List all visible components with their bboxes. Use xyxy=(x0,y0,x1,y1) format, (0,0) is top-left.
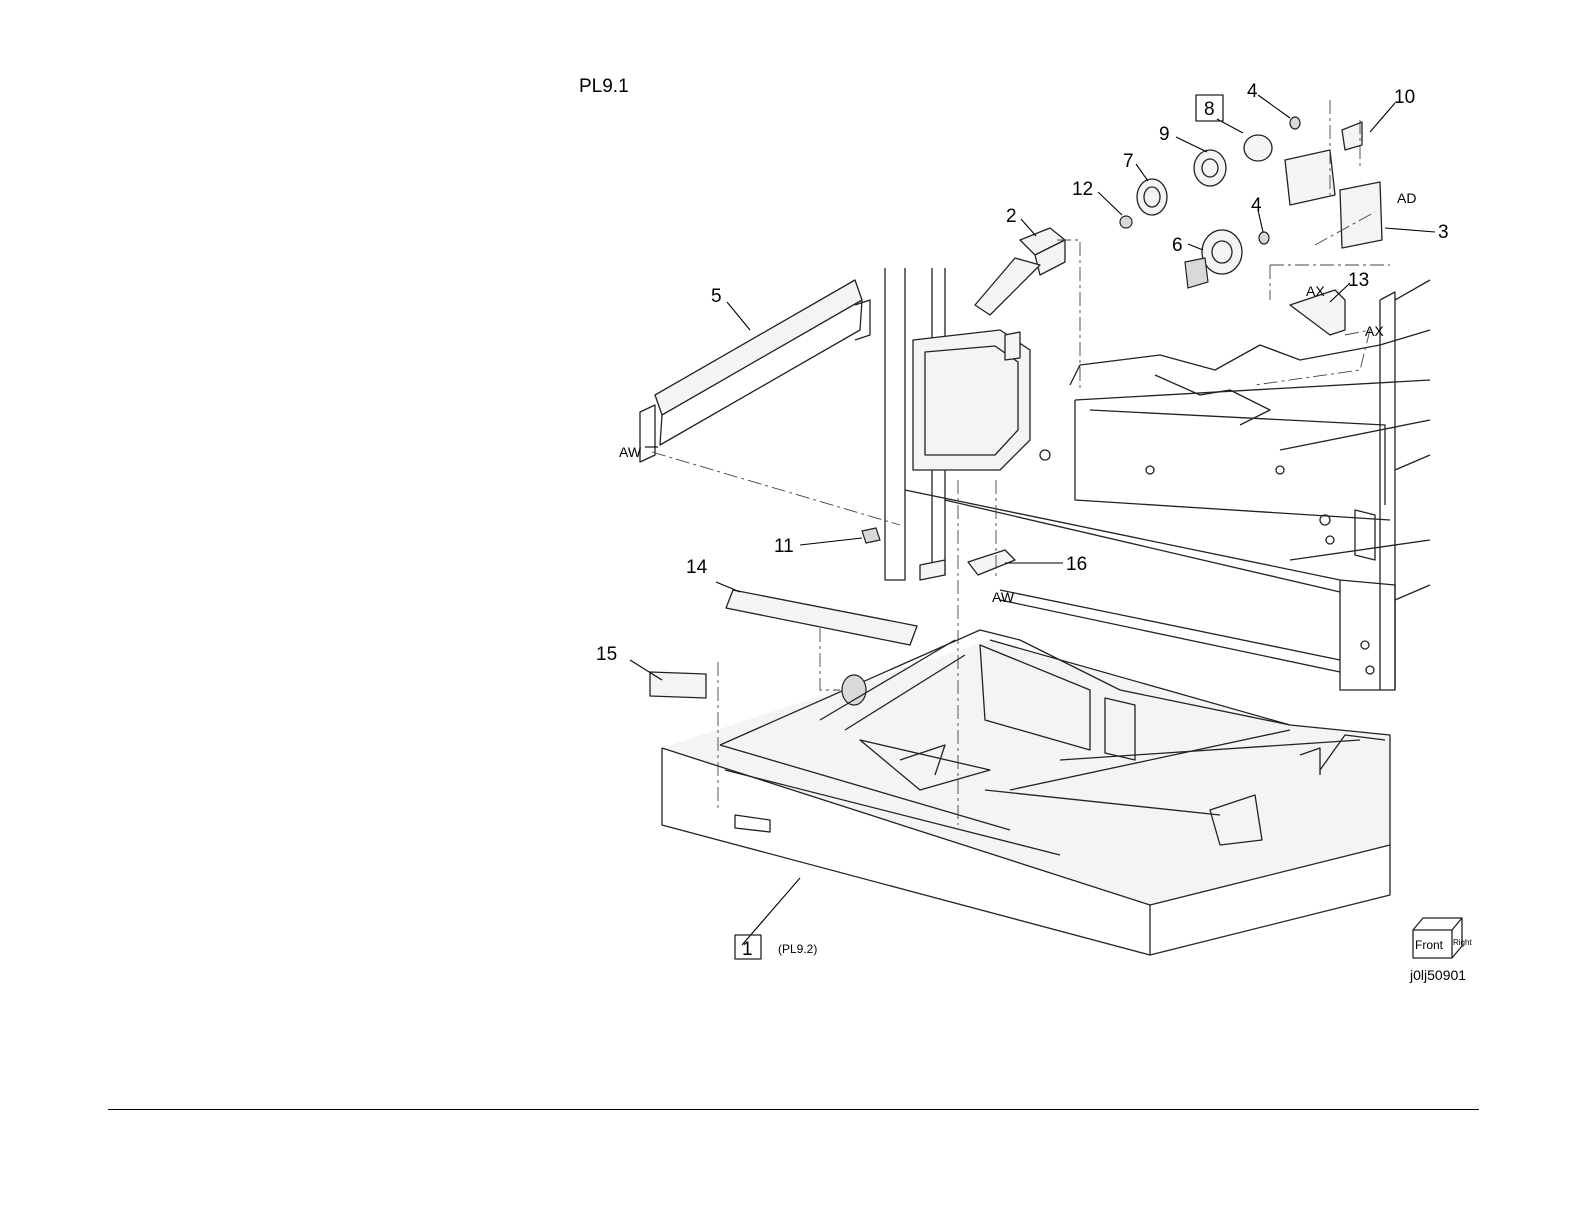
paper-tray xyxy=(662,630,1390,955)
part-5-plate xyxy=(640,280,870,462)
figure-id: j0lj50901 xyxy=(1409,967,1466,983)
callout-7: 7 xyxy=(1123,151,1134,172)
callout-12: 12 xyxy=(1072,179,1093,200)
machine-frame xyxy=(885,268,1430,690)
callout-4-upper: 4 xyxy=(1247,81,1258,102)
callout-5: 5 xyxy=(711,286,722,307)
callout-11: 11 xyxy=(774,536,794,557)
mark-ad: AD xyxy=(1397,190,1416,206)
callout-8: 8 xyxy=(1204,99,1215,120)
page-footer-rule xyxy=(108,1109,1479,1110)
mark-aw-left: AW xyxy=(619,444,642,460)
callout-14: 14 xyxy=(686,557,708,578)
mark-aw-lower: AW xyxy=(992,589,1015,605)
part-2-actuator xyxy=(975,228,1065,315)
callout-3: 3 xyxy=(1438,222,1449,243)
callout-6: 6 xyxy=(1172,235,1183,256)
callout-9: 9 xyxy=(1159,124,1170,145)
cube-front-label: Front xyxy=(1415,938,1444,952)
callout-15: 15 xyxy=(596,644,617,665)
callout-1: 1 xyxy=(742,939,753,960)
reference-note: (PL9.2) xyxy=(778,942,817,956)
callout-2: 2 xyxy=(1006,206,1017,227)
orientation-cube: Front Right xyxy=(1413,918,1472,958)
drive-gears xyxy=(1120,117,1382,335)
callout-4-lower: 4 xyxy=(1251,195,1262,216)
callout-16: 16 xyxy=(1066,554,1087,575)
callout-10: 10 xyxy=(1394,87,1415,108)
mark-ax-right: AX xyxy=(1365,323,1384,339)
mark-ax-upper: AX xyxy=(1306,283,1325,299)
cube-right-label: Right xyxy=(1453,938,1472,947)
callout-13: 13 xyxy=(1348,270,1369,291)
